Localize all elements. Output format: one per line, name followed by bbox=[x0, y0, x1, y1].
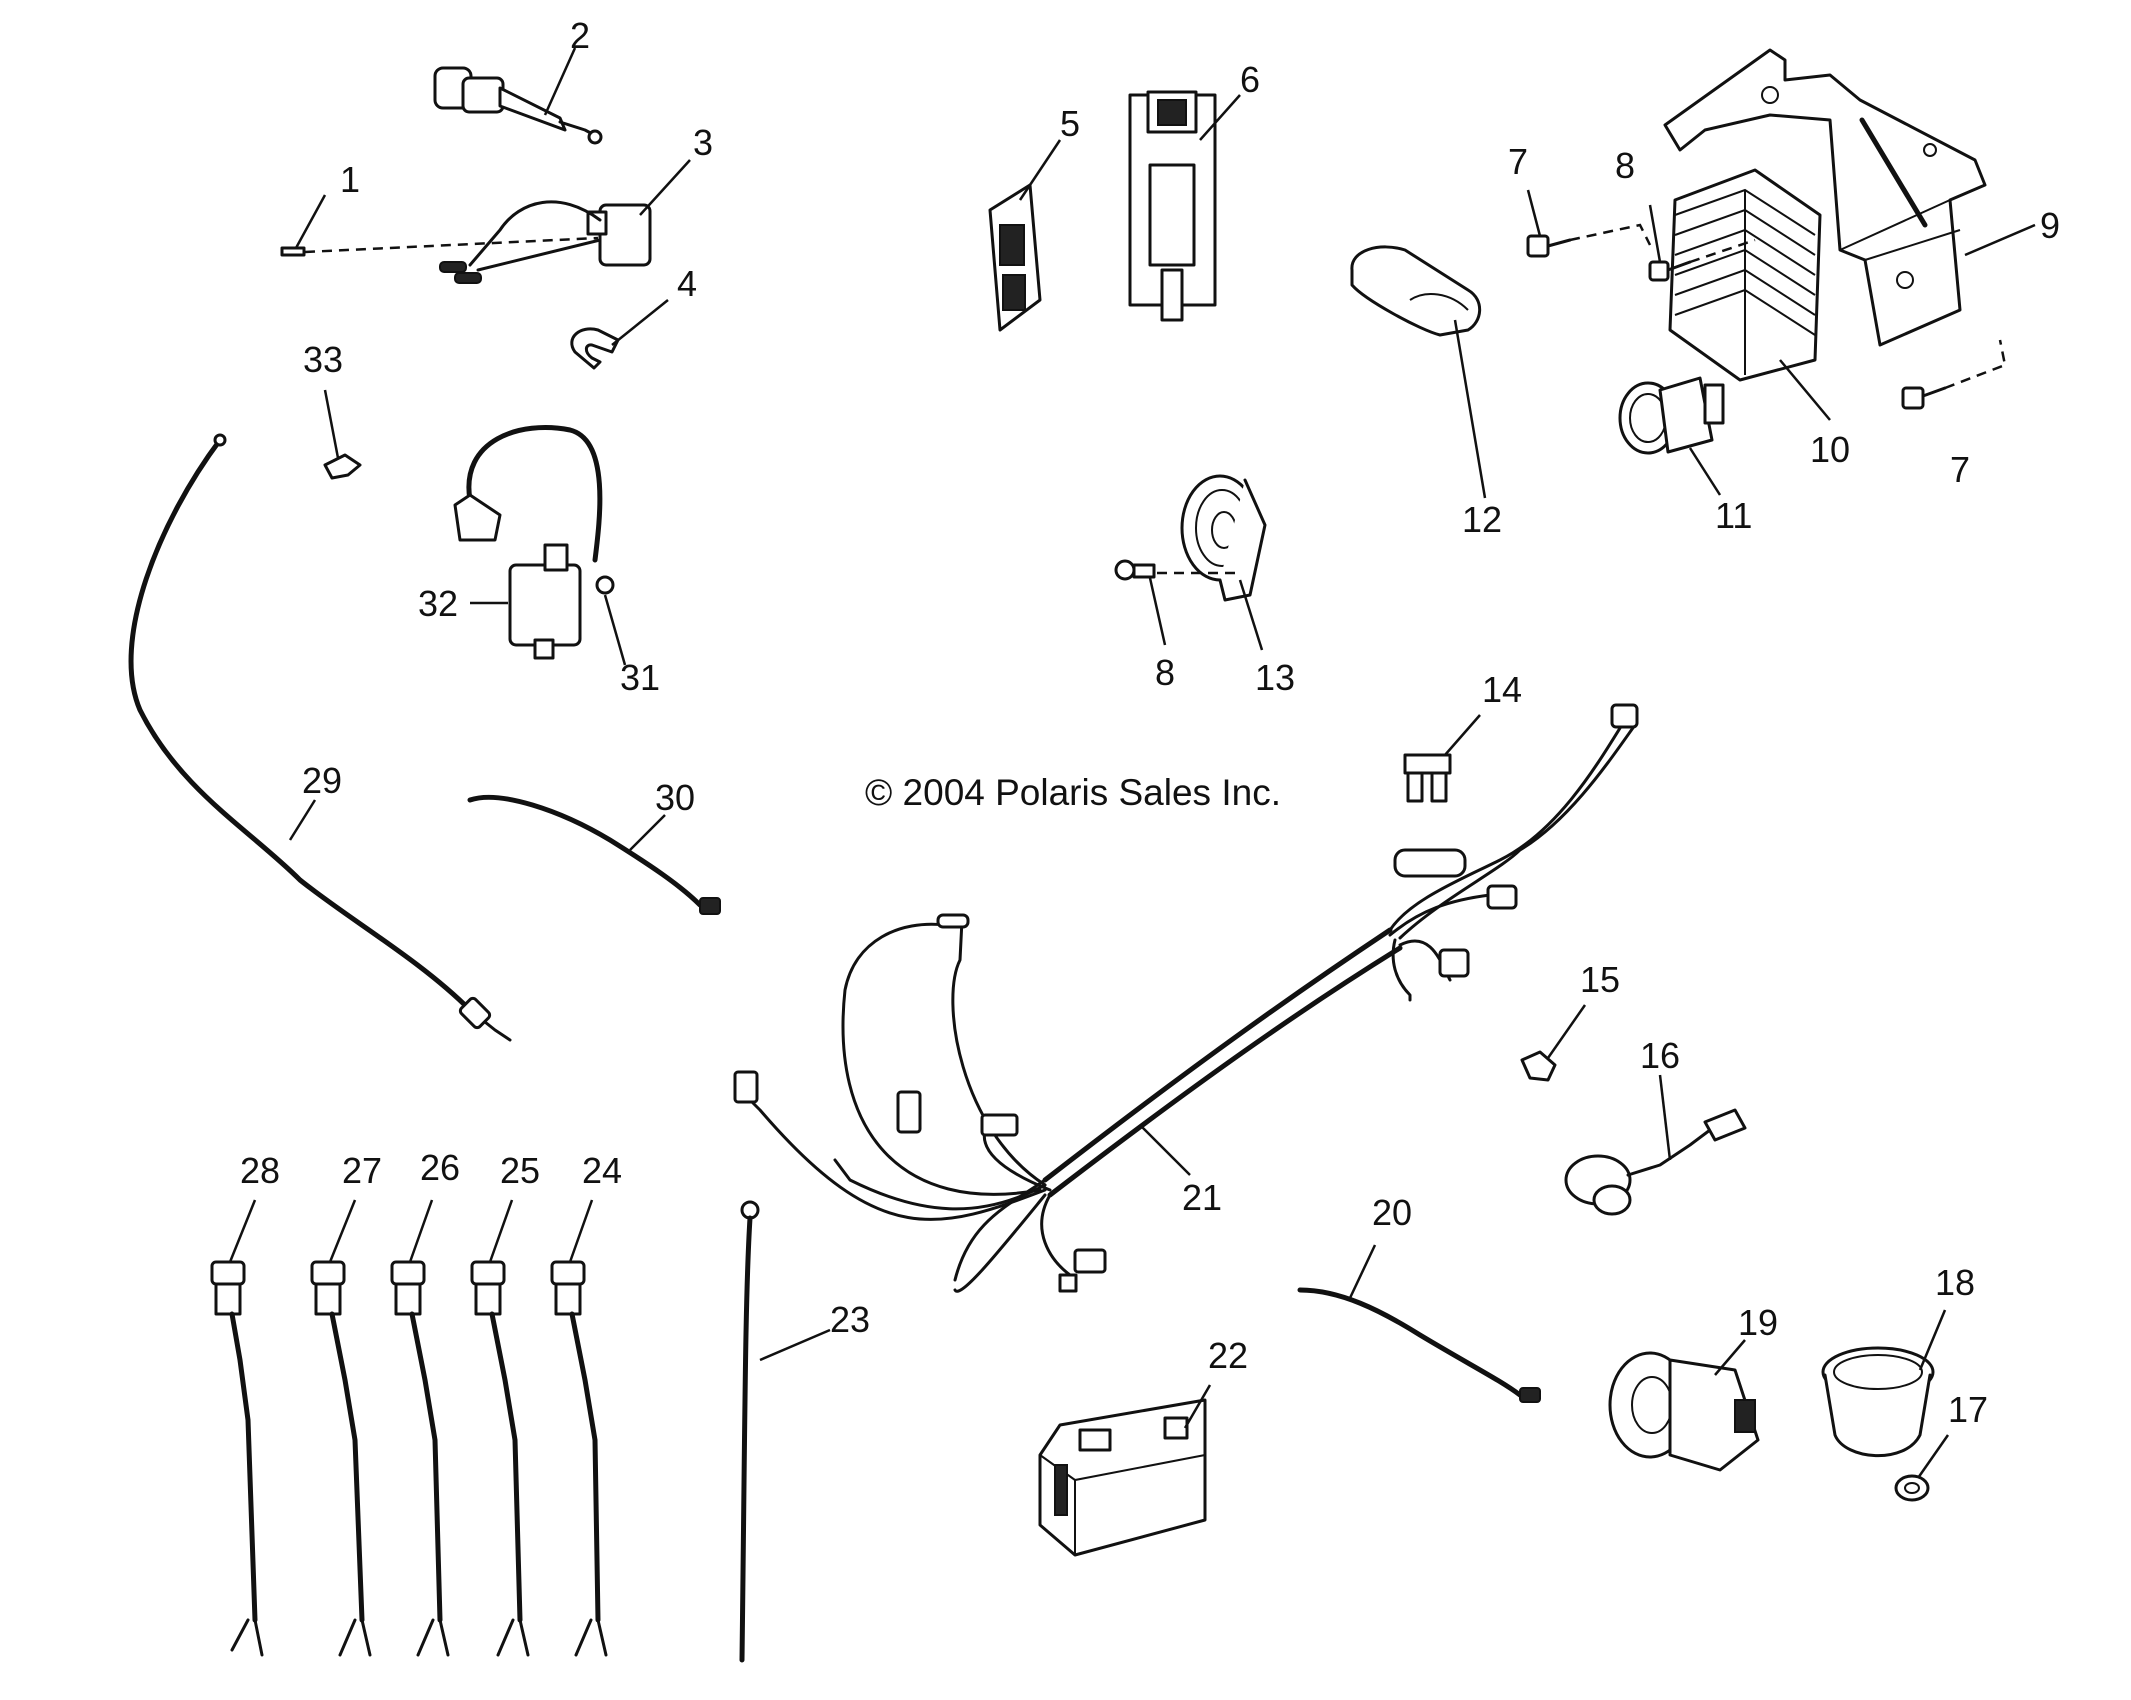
copyright-text: © 2004 Polaris Sales Inc. bbox=[865, 772, 1281, 813]
callout-13: 13 bbox=[1255, 657, 1295, 698]
callout-22: 22 bbox=[1208, 1335, 1248, 1376]
part-27-socket bbox=[310, 1199, 372, 1657]
callout-2: 2 bbox=[570, 15, 590, 56]
part-19-gauge bbox=[1608, 1339, 1760, 1472]
callout-9: 9 bbox=[2040, 205, 2060, 246]
callout-32: 32 bbox=[418, 583, 458, 624]
callout-21: 21 bbox=[1182, 1177, 1222, 1218]
part-31-screw bbox=[595, 575, 627, 666]
part-21-wire-harness bbox=[733, 703, 1639, 1293]
part-15-clip bbox=[1520, 1004, 1587, 1082]
callout-4: 4 bbox=[677, 263, 697, 304]
callout-16: 16 bbox=[1640, 1035, 1680, 1076]
part-6-connector-block bbox=[1128, 90, 1241, 322]
callout-25: 25 bbox=[500, 1150, 540, 1191]
callout-19: 19 bbox=[1738, 1302, 1778, 1343]
callout-10: 10 bbox=[1810, 429, 1850, 470]
callout-15: 15 bbox=[1580, 959, 1620, 1000]
part-8-bolt-lower bbox=[1114, 559, 1167, 646]
callout-14: 14 bbox=[1482, 669, 1522, 710]
part-25-socket bbox=[470, 1199, 530, 1657]
callout-18: 18 bbox=[1935, 1262, 1975, 1303]
callout-20: 20 bbox=[1372, 1192, 1412, 1233]
part-5-switch-module bbox=[988, 139, 1062, 332]
callout-11: 11 bbox=[1715, 495, 1752, 536]
part-17-nut bbox=[1894, 1434, 1950, 1502]
callout-1: 1 bbox=[340, 159, 360, 200]
part-18-gauge-cup bbox=[1821, 1309, 1947, 1458]
part-13-horn bbox=[1140, 474, 1267, 651]
callout-17: 17 bbox=[1948, 1389, 1988, 1430]
part-7-bolt-right bbox=[1901, 339, 2007, 410]
harness-connector bbox=[896, 1090, 922, 1134]
callout-8b: 8 bbox=[1155, 652, 1175, 693]
callout-29: 29 bbox=[302, 760, 342, 801]
part-7-bolt-left bbox=[1526, 189, 1652, 258]
part-30-lead bbox=[467, 794, 721, 915]
part-10-regulator bbox=[1668, 168, 1831, 421]
part-24-socket bbox=[550, 1199, 608, 1657]
callout-labels: 1 2 3 4 5 6 7 7 8 8 9 10 11 12 13 14 15 … bbox=[240, 15, 2060, 1430]
callout-26: 26 bbox=[420, 1147, 460, 1188]
callout-8a: 8 bbox=[1615, 145, 1635, 186]
part-26-socket bbox=[390, 1199, 450, 1657]
callout-7b: 7 bbox=[1950, 449, 1970, 490]
part-23-cable bbox=[739, 1200, 831, 1663]
callout-31: 31 bbox=[620, 657, 660, 698]
part-11-socket bbox=[1618, 376, 1725, 496]
part-3-relay bbox=[439, 159, 691, 284]
part-8-bolt-upper bbox=[1648, 204, 1756, 282]
part-29-cable bbox=[128, 433, 512, 1042]
part-2-ignition-switch bbox=[433, 47, 603, 145]
part-20-lead bbox=[1297, 1244, 1541, 1403]
part-12-pouch bbox=[1350, 245, 1487, 499]
part-33-tab bbox=[323, 389, 362, 480]
callout-6: 6 bbox=[1240, 59, 1260, 100]
part-22-battery bbox=[1038, 1384, 1212, 1557]
callout-7a: 7 bbox=[1508, 141, 1528, 182]
callout-28: 28 bbox=[240, 1150, 280, 1191]
part-28-socket bbox=[210, 1199, 264, 1657]
callout-24: 24 bbox=[582, 1150, 622, 1191]
callout-30: 30 bbox=[655, 777, 695, 818]
part-32-ignition-coil bbox=[453, 425, 603, 660]
part-16-sensor bbox=[1564, 1074, 1747, 1216]
callout-23: 23 bbox=[830, 1299, 870, 1340]
callout-27: 27 bbox=[342, 1150, 382, 1191]
callout-5: 5 bbox=[1060, 103, 1080, 144]
callout-3: 3 bbox=[693, 122, 713, 163]
part-1-pin bbox=[280, 194, 599, 257]
part-14-fuses bbox=[1403, 714, 1481, 803]
part-4-clip bbox=[570, 299, 669, 370]
callout-33: 33 bbox=[303, 339, 343, 380]
callout-12: 12 bbox=[1462, 499, 1502, 540]
part-9-bracket bbox=[1663, 48, 2036, 347]
